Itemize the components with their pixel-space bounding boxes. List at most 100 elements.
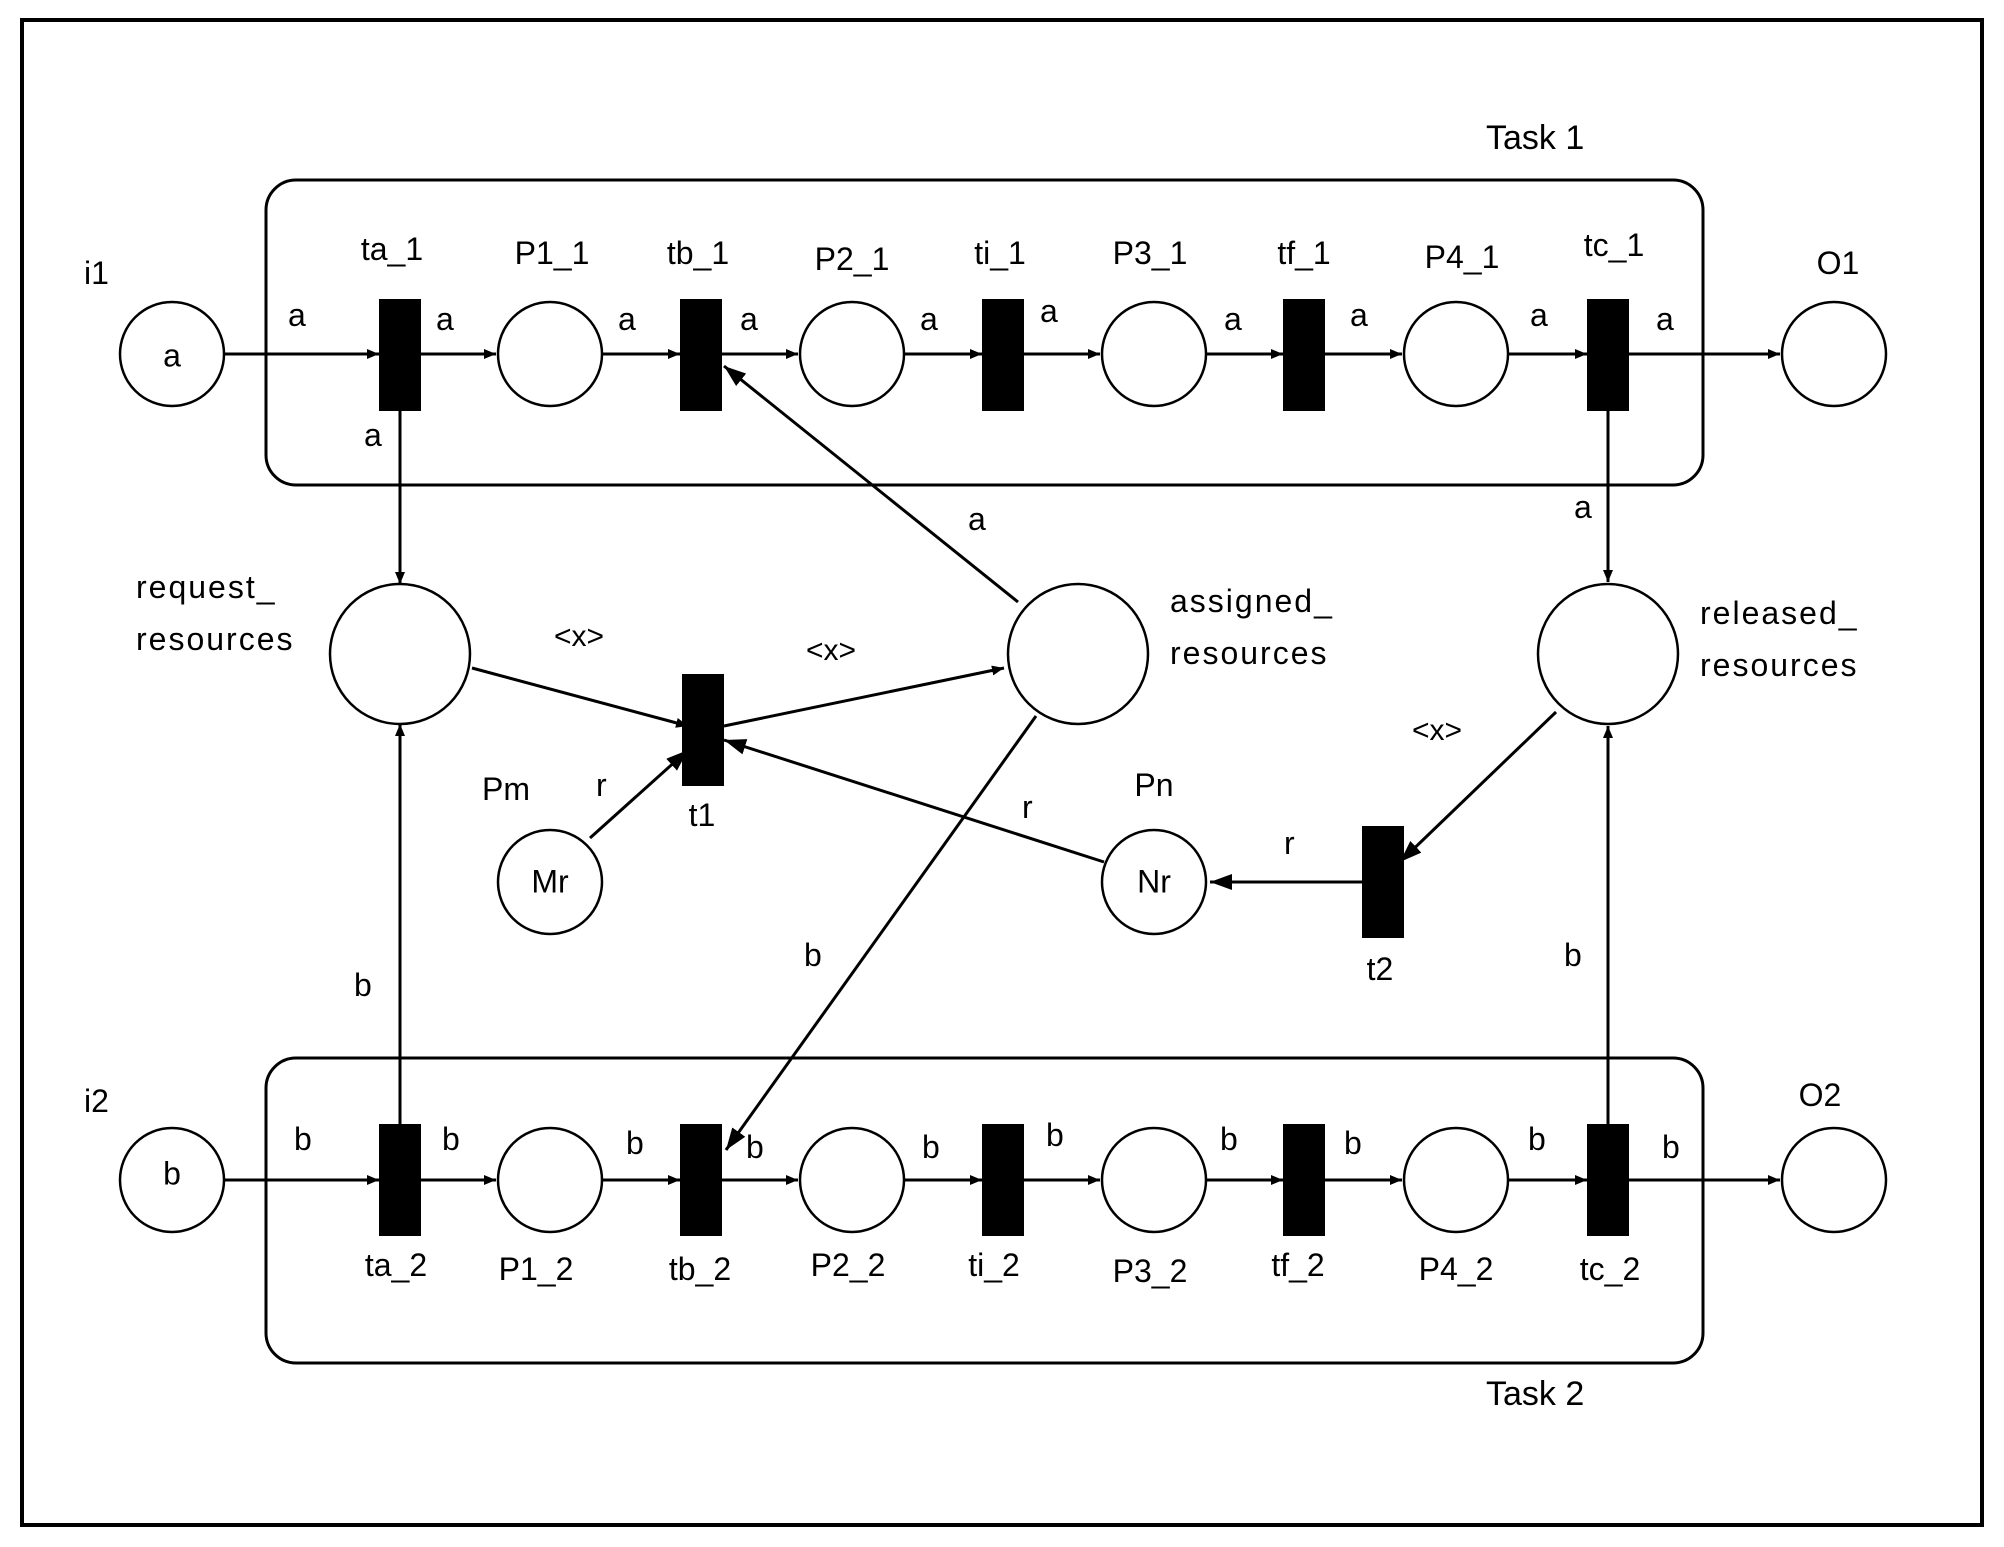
arc-label: r (596, 767, 607, 803)
task-2-label: Task 2 (1486, 1375, 1584, 1413)
arc-label: a (618, 301, 636, 337)
arc-label: b (1344, 1125, 1362, 1161)
label-p3_1: P3_1 (1113, 235, 1188, 271)
arc-label: a (1224, 301, 1242, 337)
arc-request-t1 (471, 666, 689, 728)
place-p1_1 (496, 300, 604, 408)
arc-assigned-tb_2 (724, 715, 1038, 1151)
label-p1_2: P1_2 (499, 1251, 574, 1287)
transition-tf_2 (1283, 1124, 1325, 1236)
label-p2_2: P2_2 (811, 1247, 886, 1283)
label-tf_2: tf_2 (1271, 1247, 1324, 1283)
task-2-box (264, 1056, 1705, 1365)
arc-label: a (288, 297, 306, 333)
transition-t2 (1362, 826, 1404, 938)
arc-pm-t1 (588, 748, 690, 840)
label-t2: t2 (1367, 951, 1394, 987)
place-i2 (118, 1126, 226, 1234)
label-tb_1: tb_1 (667, 235, 729, 271)
place-released-resources (1536, 582, 1680, 726)
arc-label: b (294, 1121, 312, 1157)
transition-ta_2 (379, 1124, 421, 1236)
arc-t1-assigned (723, 665, 1005, 728)
label-ta_1: ta_1 (361, 231, 423, 267)
label-pm: Pm (482, 771, 530, 807)
transition-tb_1 (680, 299, 722, 411)
arc-label: a (968, 501, 986, 537)
label-assigned-1: assigned_ (1170, 583, 1334, 619)
arc-label: a (1656, 301, 1674, 337)
arc-label: a (740, 301, 758, 337)
arc-label: b (1220, 1121, 1238, 1157)
arc-label: <x> (806, 634, 856, 667)
arc-label: a (1350, 297, 1368, 333)
label-tc_1: tc_1 (1584, 227, 1644, 263)
transition-ti_1 (982, 299, 1024, 411)
arc-label: b (804, 937, 822, 973)
label-released-1: released_ (1700, 595, 1859, 631)
arc-label: a (1530, 297, 1548, 333)
arc-label: b (1662, 1129, 1680, 1165)
label-o2: O2 (1799, 1077, 1842, 1113)
label-p4_2: P4_2 (1419, 1251, 1494, 1287)
place-assigned-resources (1006, 582, 1150, 726)
label-request-2: resources (136, 621, 295, 657)
arc-label: a (436, 301, 454, 337)
place-p4_1 (1402, 300, 1510, 408)
label-pn: Pn (1134, 767, 1173, 803)
place-pm (496, 828, 604, 936)
arc-label: r (1284, 825, 1295, 861)
transition-tc_1 (1587, 299, 1629, 411)
arc-label: a (1574, 489, 1592, 525)
label-tb_2: tb_2 (669, 1251, 731, 1287)
arc-label: <x> (1412, 714, 1462, 747)
place-i1 (118, 300, 226, 408)
place-p4_2 (1402, 1126, 1510, 1234)
label-p2_1: P2_1 (815, 241, 890, 277)
label-request-1: request_ (136, 569, 277, 605)
arc-label: b (442, 1121, 460, 1157)
outer-frame (20, 18, 1984, 1527)
transition-ti_2 (982, 1124, 1024, 1236)
label-t1: t1 (689, 797, 716, 833)
place-p1_2 (496, 1126, 604, 1234)
place-request-resources (328, 582, 472, 726)
arc-label: <x> (554, 620, 604, 653)
label-ti_2: ti_2 (968, 1247, 1020, 1283)
arc-label: b (1528, 1121, 1546, 1157)
label-i2: i2 (84, 1083, 109, 1119)
place-pn (1100, 828, 1208, 936)
transition-tc_2 (1587, 1124, 1629, 1236)
arc-label: b (1046, 1117, 1064, 1153)
place-p2_1 (798, 300, 906, 408)
token-i1: a (163, 337, 181, 373)
arc-label: b (1564, 937, 1582, 973)
label-assigned-2: resources (1170, 635, 1329, 671)
arc-label: b (626, 1125, 644, 1161)
arc-label: a (920, 301, 938, 337)
place-p3_1 (1100, 300, 1208, 408)
token-i2: b (163, 1155, 181, 1191)
token-pn: Nr (1137, 863, 1171, 899)
arc-label: r (1022, 789, 1033, 825)
label-ti_1: ti_1 (974, 235, 1026, 271)
transition-ta_1 (379, 299, 421, 411)
label-released-2: resources (1700, 647, 1859, 683)
arc-label: a (364, 417, 382, 453)
task-1-label: Task 1 (1486, 119, 1584, 157)
arc-assigned-tb_1 (723, 364, 1019, 604)
token-pm: Mr (531, 863, 569, 899)
transition-tf_1 (1283, 299, 1325, 411)
label-o1: O1 (1817, 245, 1860, 281)
arc-label: a (1040, 293, 1058, 329)
place-o1 (1780, 300, 1888, 408)
label-tc_2: tc_2 (1580, 1251, 1640, 1287)
arc-label: b (922, 1129, 940, 1165)
label-p1_1: P1_1 (515, 235, 590, 271)
label-i1: i1 (84, 255, 109, 291)
label-ta_2: ta_2 (365, 1247, 427, 1283)
transition-tb_2 (680, 1124, 722, 1236)
place-p3_2 (1100, 1126, 1208, 1234)
place-p2_2 (798, 1126, 906, 1234)
